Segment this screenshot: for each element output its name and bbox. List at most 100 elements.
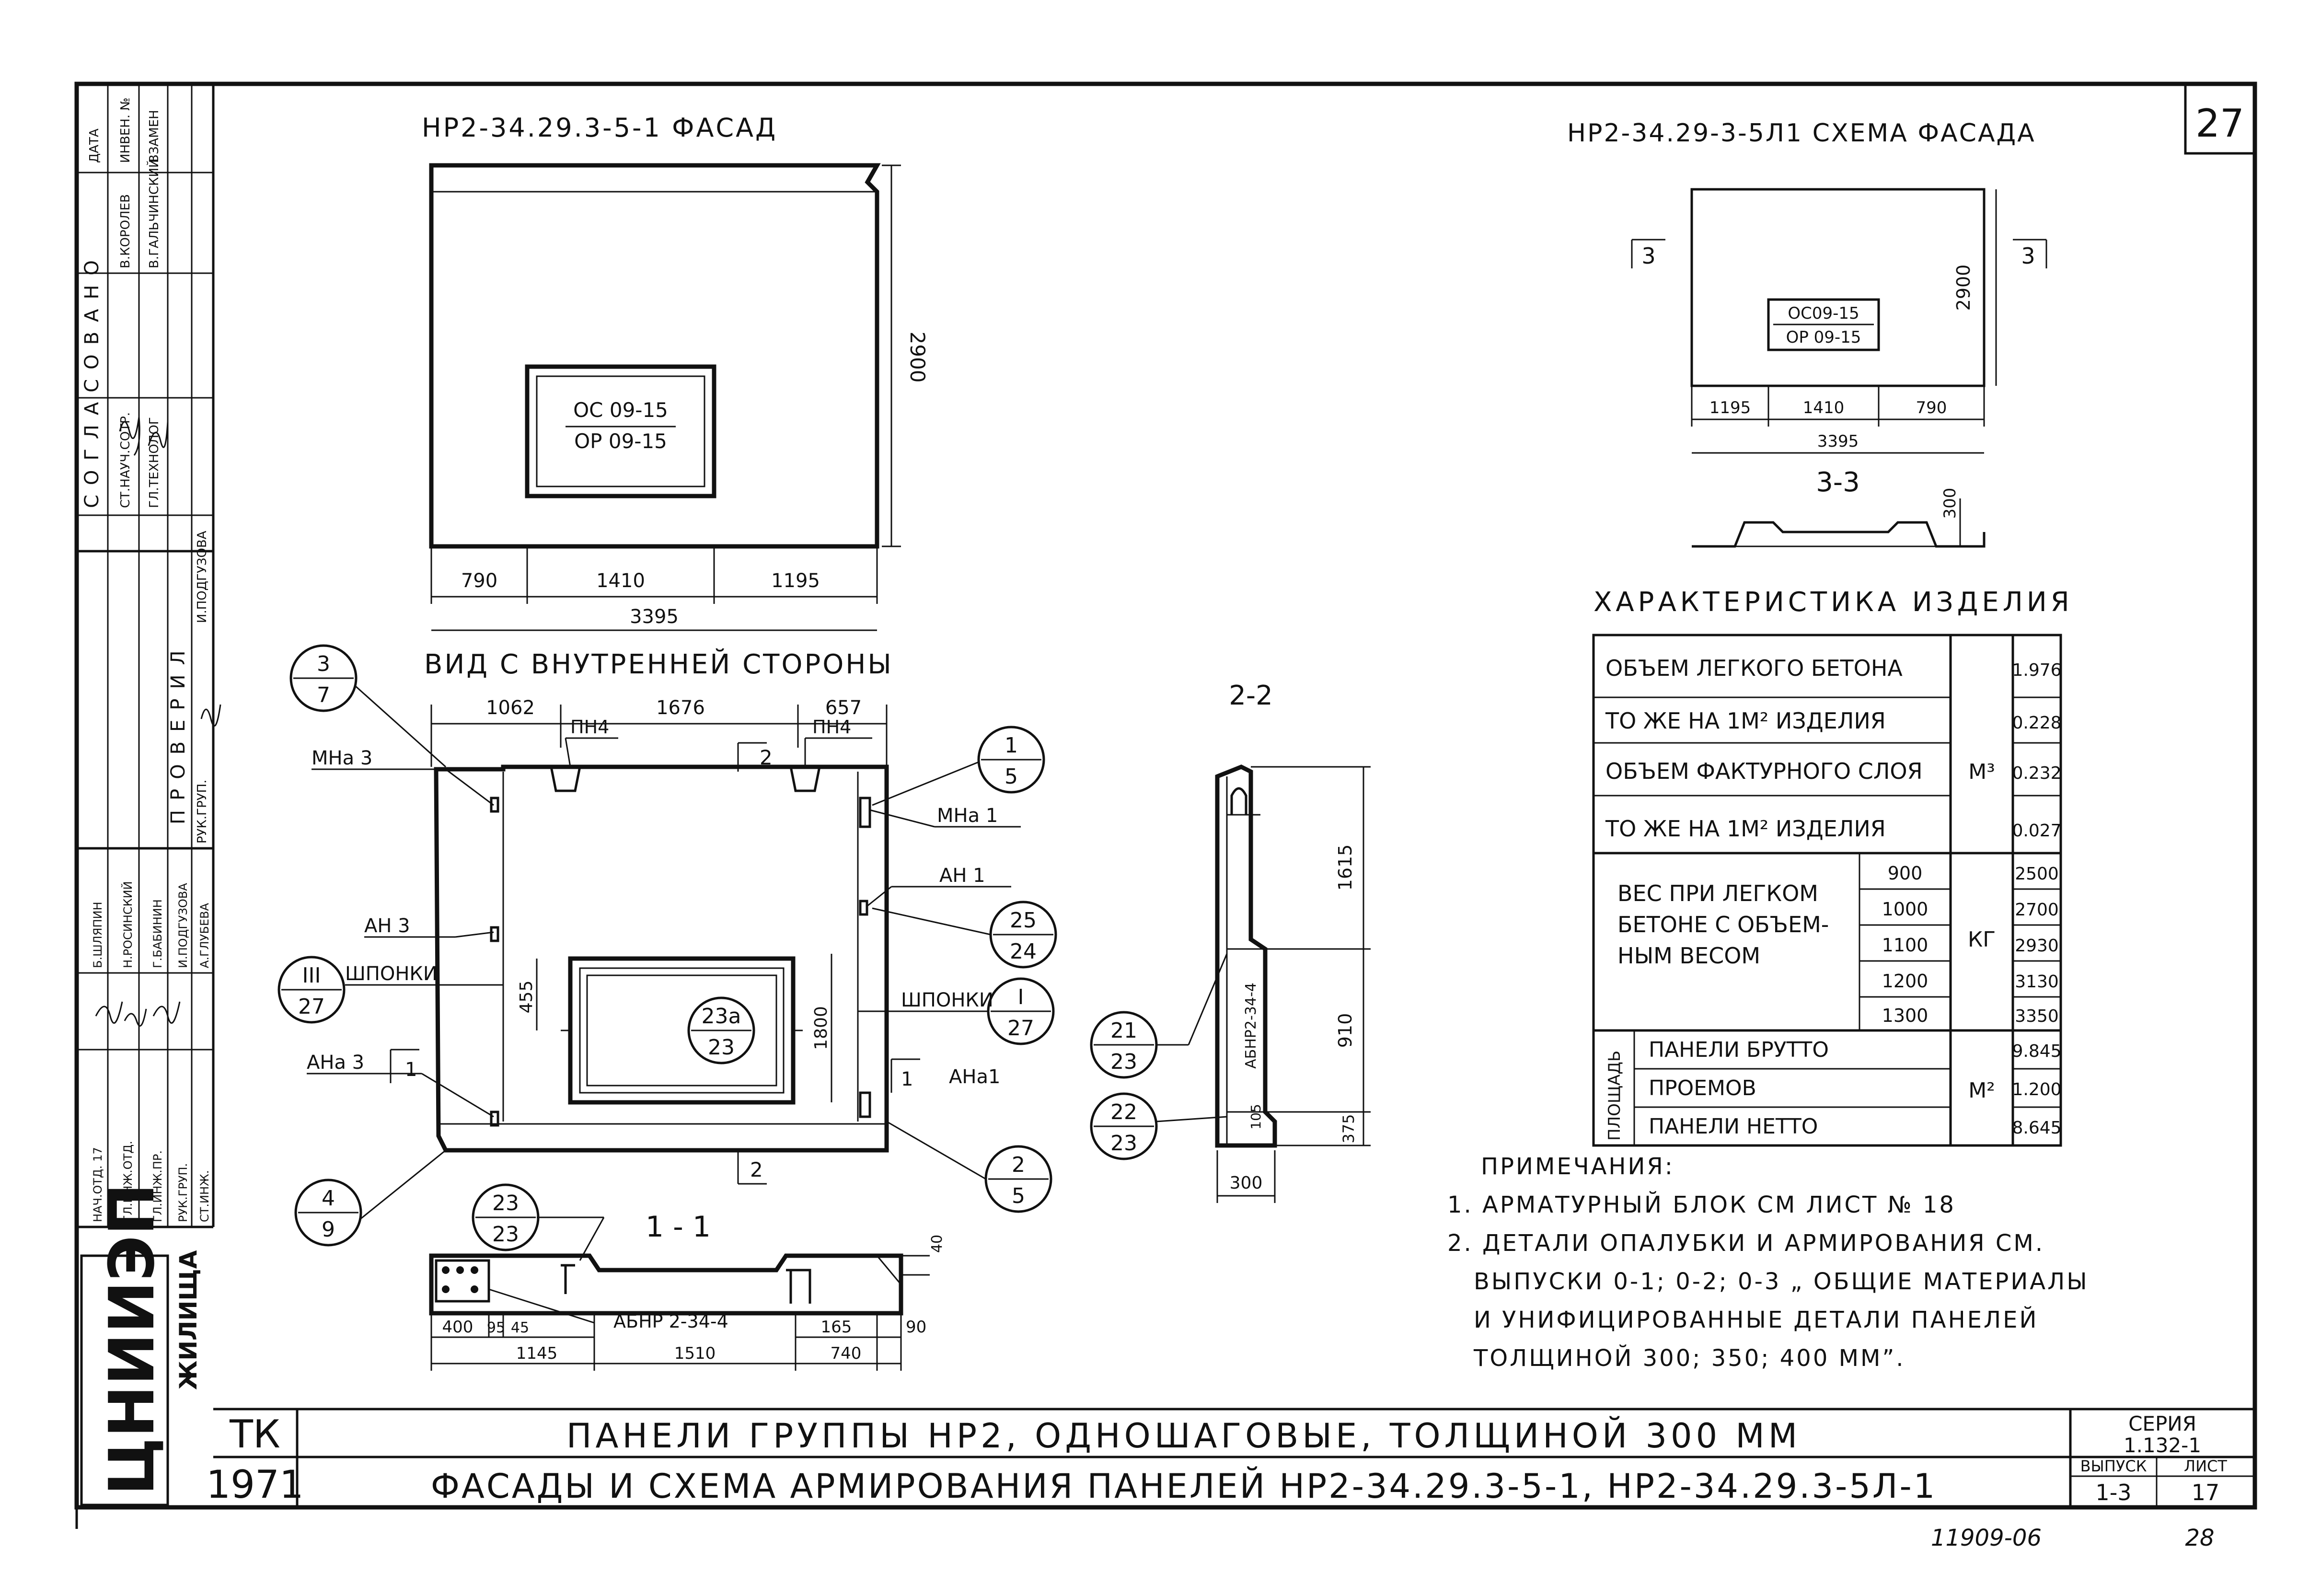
sidebar-staff-name: И.ПОДГУЗОВА [176, 883, 190, 968]
sidebar-approval-name: В.КОРОЛЕВ [118, 194, 133, 268]
sidebar-staff-name: Н.РОСИНСКИЙ [121, 881, 135, 969]
section-11-dim-a: 95 [487, 1319, 505, 1336]
char-weight-label: ВЕС ПРИ ЛЕГКОМ [1617, 880, 1818, 906]
svg-text:21: 21 [1110, 1018, 1137, 1043]
label-ana3: АНа 3 [307, 1052, 364, 1074]
section-11-dim-740: 740 [831, 1344, 862, 1363]
char-row-value: 1.976 [2012, 660, 2061, 680]
scheme-dim-mid: 1410 [1803, 398, 1845, 417]
char-weight: 2930 [2015, 936, 2059, 956]
sidebar-col-replace: ВЗАМЕН [147, 110, 162, 163]
svg-text:27: 27 [1007, 1016, 1034, 1041]
series-label: СЕРИЯ [2128, 1412, 2196, 1435]
characteristics-title: ХАРАКТЕРИСТИКА ИЗДЕЛИЯ [1594, 587, 2073, 618]
sidebar-checker-role: РУК.ГРУП. [195, 780, 209, 844]
char-area-value: 8.645 [2012, 1118, 2061, 1138]
scheme-dim-left: 1195 [1709, 398, 1751, 417]
sidebar-proveril: ПРОВЕРИЛ [167, 641, 189, 824]
characteristics-table: ХАРАКТЕРИСТИКА ИЗДЕЛИЯ ОБЪЕМ ЛЕГКОГО БЕТ… [1592, 587, 2073, 1147]
org-suffix: ЖИЛИЩА [174, 1250, 202, 1390]
scheme-opening [1767, 298, 1880, 351]
svg-text:9: 9 [322, 1217, 335, 1242]
inner-view-title: ВИД С ВНУТРЕННЕЙ СТОРОНЫ [424, 648, 893, 680]
section-11-dim-165: 165 [821, 1318, 852, 1337]
scheme-opening-top: ОС09-15 [1788, 304, 1859, 323]
facade-height: 2900 [906, 332, 929, 383]
section-11-title: 1 - 1 [646, 1210, 711, 1244]
signature-scribble [95, 1001, 123, 1024]
issue-value: 1-3 [2095, 1480, 2131, 1505]
char-density: 1300 [1882, 1005, 1928, 1026]
signature-scribble [119, 416, 140, 456]
char-row-value: 0.027 [2012, 821, 2061, 841]
callout: 22 23 [1090, 1092, 1227, 1160]
char-density: 1000 [1882, 899, 1928, 920]
char-area-row: ПАНЕЛИ БРУТТО [1649, 1038, 1829, 1062]
char-weight: 3130 [2015, 972, 2059, 992]
callout: 21 23 [1090, 953, 1228, 1079]
section-11-dim-a: 45 [511, 1319, 529, 1336]
section-22-title: 2-2 [1229, 680, 1272, 711]
notes-line: 1. АРМАТУРНЫЙ БЛОК СМ ЛИСТ № 18 [1447, 1191, 1956, 1218]
inner-panel-outline [434, 764, 889, 1153]
callout: 23а 23 [687, 996, 755, 1064]
svg-text:5: 5 [1012, 1184, 1025, 1208]
notes-title: ПРИМЕЧАНИЯ: [1481, 1153, 1674, 1180]
char-density: 1200 [1882, 971, 1928, 992]
cut-1-left: 1 [405, 1059, 417, 1081]
sidebar-staff-name: Б.ШЛЯПИН [91, 902, 104, 968]
callout: 1 5 [872, 726, 1045, 806]
facade-dim-total: 3395 [630, 606, 679, 628]
svg-text:III: III [302, 963, 321, 988]
title-line-2: ФАСАДЫ И СХЕМА АРМИРОВАНИЯ ПАНЕЛЕЙ НР2-3… [431, 1467, 1937, 1506]
sidebar-col-inv: ИНВЕН. № [118, 98, 133, 163]
facade-dim-left: 790 [461, 570, 497, 592]
scheme-cut-left: 3 [1641, 243, 1655, 269]
svg-text:23: 23 [708, 1035, 735, 1060]
sheet-label: ЛИСТ [2184, 1457, 2227, 1475]
label-mna3: МНа 3 [312, 747, 372, 769]
title-block: ТК 1971 ПАНЕЛИ ГРУППЫ НР2, ОДНОШАГОВЫЕ, … [206, 1408, 2255, 1507]
facade-drawing: НР2-34.29.3-5-1 ФАСАД ОС 09-15 ОР 09-15 … [422, 113, 929, 631]
cut-2-bottom: 2 [750, 1158, 763, 1181]
svg-text:3: 3 [317, 652, 330, 676]
callout: 3 7 [289, 644, 447, 768]
label-an1: АН 1 [939, 865, 985, 887]
sidebar-col-date: ДАТА [87, 128, 102, 163]
char-unit-kg: КГ [1968, 927, 1996, 952]
char-row-label: ОБЪЕМ ФАКТУРНОГО СЛОЯ [1605, 758, 1923, 784]
section-22-dim-910: 910 [1335, 1013, 1356, 1048]
lifting-loop [550, 766, 581, 792]
facade-opening-top: ОС 09-15 [573, 398, 668, 422]
section-22-dim-300: 300 [1230, 1173, 1263, 1193]
char-density: 1100 [1882, 935, 1928, 956]
footer-page: 28 [2185, 1525, 2214, 1551]
sheet-number-box [2184, 82, 2256, 155]
sheet-value: 17 [2192, 1480, 2220, 1505]
sidebar: СОГЛАСОВАНО ПРОВЕРИЛ ДАТА ИНВЕН. № ВЗАМЕ… [77, 84, 221, 1506]
char-row-label: ОБЪЕМ ЛЕГКОГО БЕТОНА [1605, 655, 1903, 681]
section-11-dim-40: 40 [929, 1235, 946, 1253]
svg-text:27: 27 [298, 995, 325, 1019]
svg-text:I: I [1018, 985, 1024, 1009]
pn-left: ПН4 [570, 717, 609, 738]
callout: 4 9 [294, 1149, 446, 1247]
char-row-value: 0.232 [2012, 763, 2061, 783]
sidebar-staff-role: СТ.ИНЖ. [198, 1170, 211, 1222]
inner-dim-top: 1676 [656, 697, 705, 719]
section-22-dim-105: 105 [1248, 1104, 1264, 1129]
section-1-1-drawing: 1 - 1 23 23 АБНР 2-34-4 400 95 [429, 1183, 946, 1371]
svg-text:23: 23 [1110, 1050, 1137, 1074]
scheme-opening-bottom: ОР 09-15 [1786, 328, 1861, 347]
scheme-panel-outline [1690, 188, 1986, 387]
section-22-dim-1615: 1615 [1335, 844, 1356, 891]
sheet-number: 27 [2195, 101, 2244, 146]
title-code: ТК [229, 1412, 280, 1457]
scheme-dim-total: 3395 [1817, 432, 1859, 451]
callout: 23 23 [472, 1183, 605, 1261]
svg-text:25: 25 [1010, 908, 1037, 933]
issue-label: ВЫПУСК [2080, 1457, 2147, 1475]
char-area-label: ПЛОЩАДЬ [1605, 1051, 1624, 1141]
pn-right: ПН4 [812, 717, 851, 738]
